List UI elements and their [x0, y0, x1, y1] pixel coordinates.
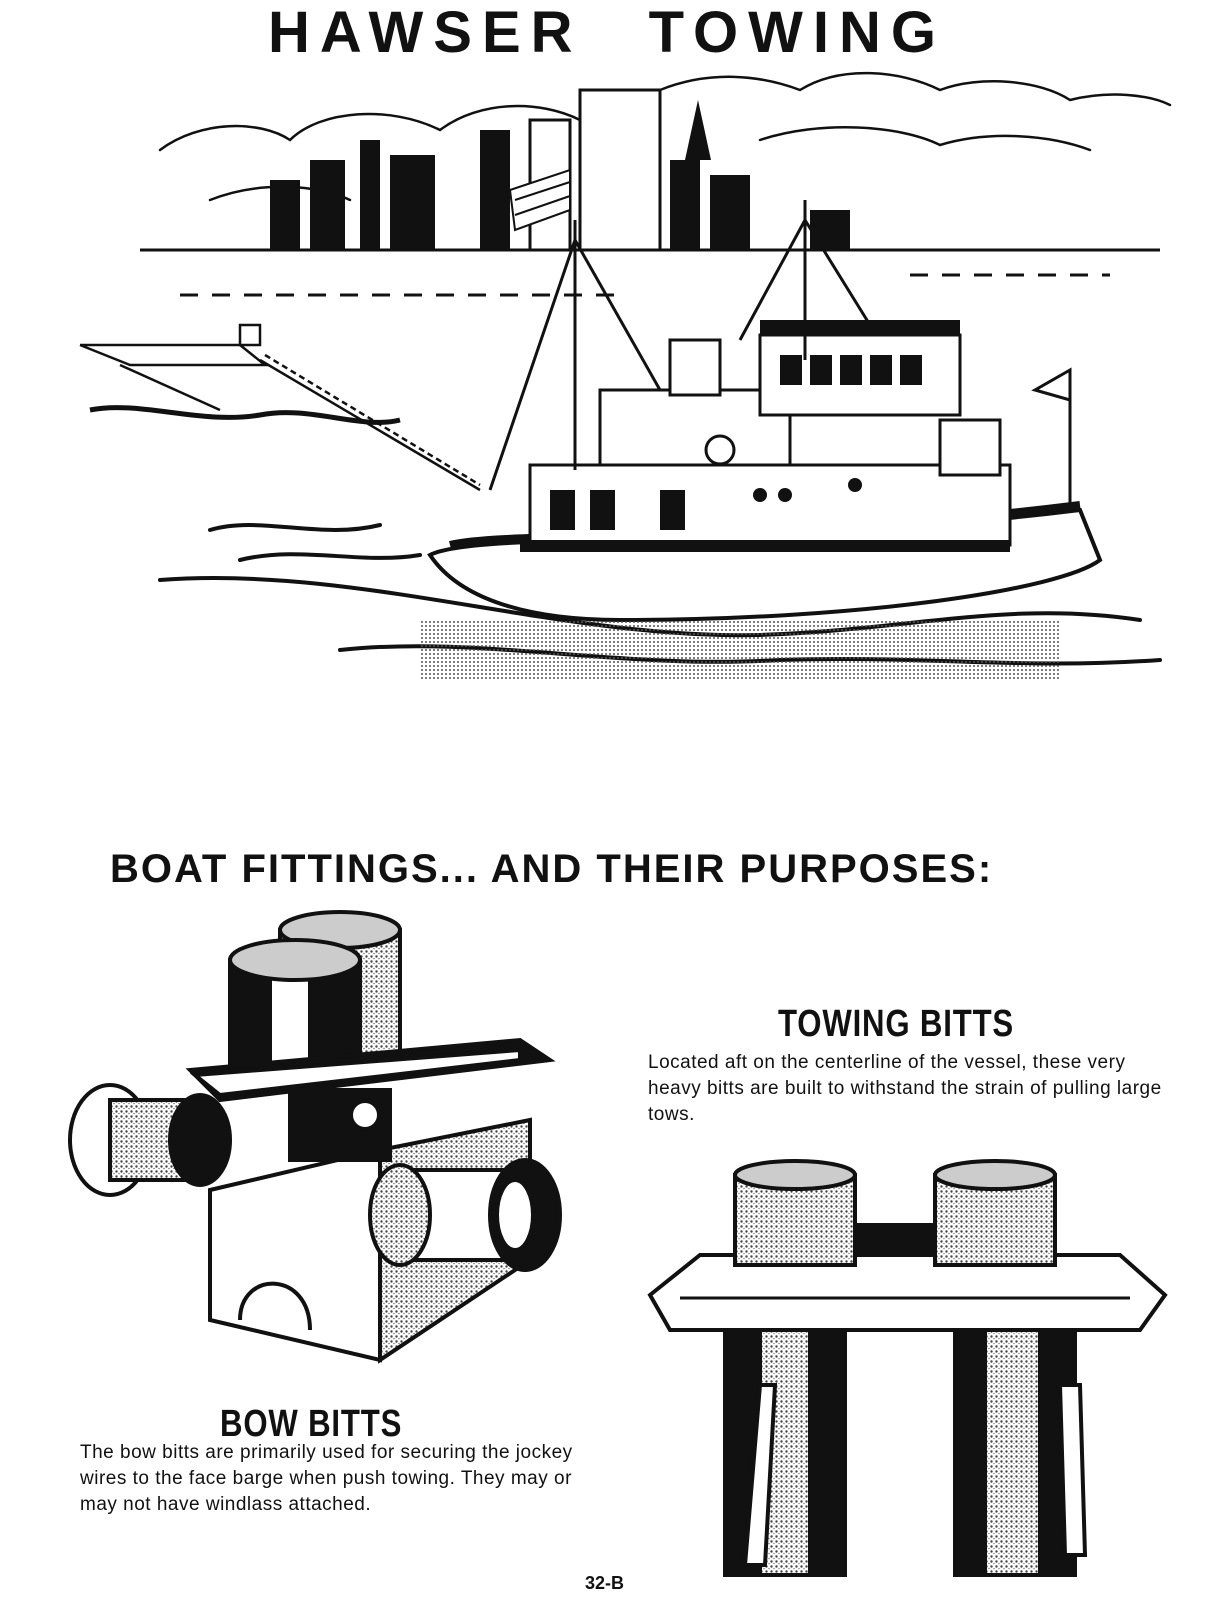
towing-bitts-description: Located aft on the centerline of the ves… [648, 1052, 1162, 1125]
towing-bitts-title: TOWING BITTS [778, 1003, 1015, 1045]
page-number: 32-B [585, 1573, 625, 1593]
bow-bitts-description: The bow bitts are primarily used for sec… [80, 1442, 573, 1515]
towing-bitts-illustration [647, 1159, 1168, 1577]
bow-bitts-title: BOW BITTS [220, 1403, 403, 1445]
page-title: HAWSER TOWING [267, 0, 947, 65]
bow-bitts-illustration [68, 910, 562, 1364]
tugboat-illustration [79, 71, 1172, 680]
section-title: BOAT FITTINGS... AND THEIR PURPOSES: [110, 847, 994, 891]
